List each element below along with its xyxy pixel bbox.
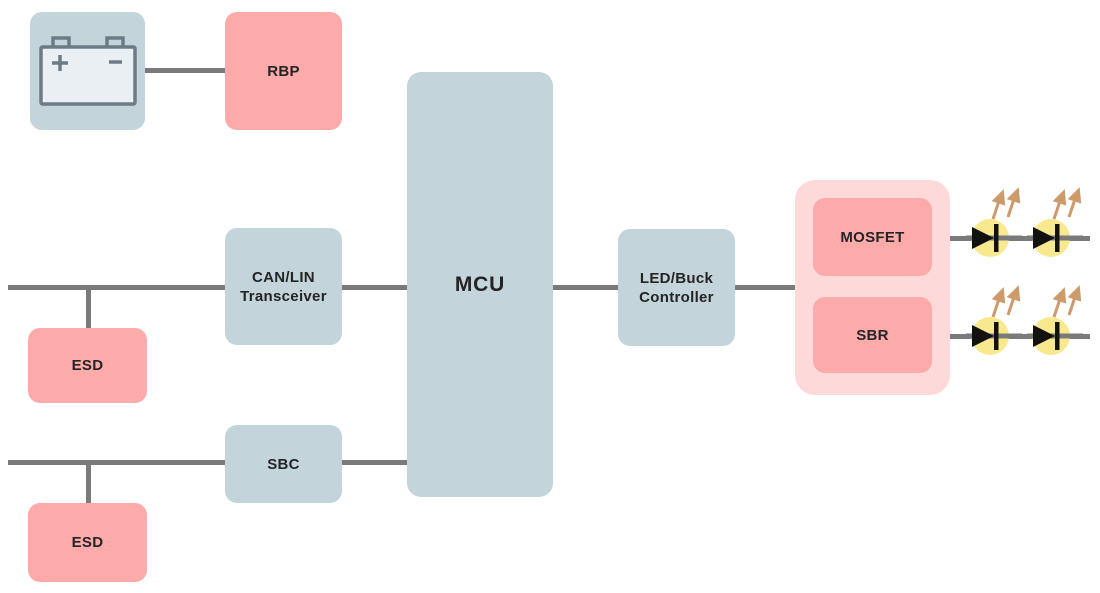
rbp-block: RBP — [225, 12, 342, 130]
esd-top-block: ESD — [28, 328, 147, 403]
wire-can-bus-to-esd — [85, 288, 91, 328]
wire-battery-to-rbp — [145, 67, 225, 73]
esd-top-label: ESD — [71, 357, 104, 374]
led-buck-controller-label: LED/Buck Controller — [639, 269, 714, 306]
mcu-label: MCU — [454, 273, 506, 296]
light-rays-icon — [991, 187, 1021, 220]
can-lin-transceiver-block: CAN/LIN Transceiver — [225, 228, 342, 345]
mcu-block: MCU — [407, 72, 553, 497]
led-buck-controller-block: LED/Buck Controller — [618, 229, 735, 346]
led-icon — [1027, 285, 1083, 355]
mosfet-label: MOSFET — [840, 228, 905, 246]
led-icon — [966, 285, 1022, 355]
led-icon — [1027, 187, 1083, 257]
light-rays-icon — [1052, 187, 1082, 220]
light-rays-icon — [1052, 285, 1082, 318]
diode-triangle-icon — [1033, 227, 1055, 249]
rbp-label: RBP — [267, 62, 300, 80]
sbc-label: SBC — [267, 455, 300, 473]
diode-bar-icon — [1055, 224, 1060, 252]
light-rays-icon — [991, 285, 1021, 318]
esd-bottom-block: ESD — [28, 503, 147, 582]
esd-bottom-label: ESD — [71, 534, 104, 551]
diode-bar-icon — [1055, 322, 1060, 350]
diode-triangle-icon — [972, 227, 994, 249]
wire-controller-to-driver — [735, 285, 795, 290]
sbc-block: SBC — [225, 425, 342, 503]
diode-bar-icon — [994, 322, 999, 350]
wire-lin-bus — [8, 460, 225, 465]
battery-icon — [38, 36, 137, 106]
diode-bar-icon — [994, 224, 999, 252]
wire-lin-bus-to-esd — [85, 463, 91, 503]
diode-triangle-icon — [972, 325, 994, 347]
wire-transceiver-to-mcu — [342, 285, 407, 290]
wire-sbc-to-mcu — [342, 460, 407, 465]
can-lin-transceiver-label: CAN/LIN Transceiver — [240, 268, 327, 305]
wire-mcu-to-controller — [553, 285, 618, 290]
sbr-block: SBR — [813, 297, 932, 373]
led-icon — [966, 187, 1022, 257]
sbr-label: SBR — [856, 326, 889, 344]
battery-plus-terminal-icon — [51, 55, 68, 71]
diode-triangle-icon — [1033, 325, 1055, 347]
mosfet-block: MOSFET — [813, 198, 932, 276]
battery-block — [30, 12, 145, 130]
wire-can-bus — [8, 285, 225, 290]
